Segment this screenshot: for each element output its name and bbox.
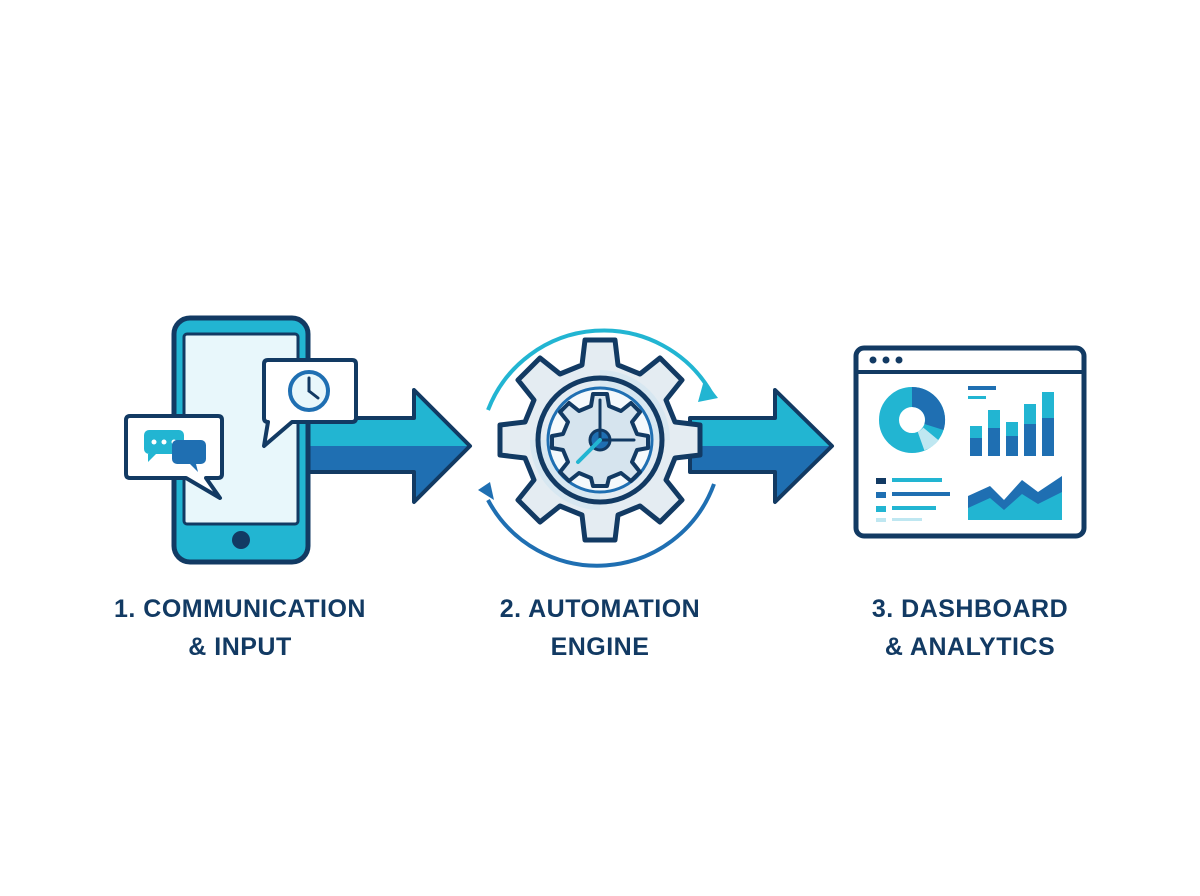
area-chart-icon [968, 476, 1062, 520]
chat-bubble-icon [124, 414, 224, 500]
step-3-title: 3. DASHBOARD [871, 595, 1069, 623]
step-1-title: 1. COMMUNICATION [114, 595, 366, 623]
flow-arrow-2 [688, 388, 834, 504]
bar-chart-icon [968, 386, 1054, 456]
step-1-subtitle: & INPUT [188, 633, 292, 661]
step-3-subtitle: & ANALYTICS [884, 633, 1056, 661]
cycle-arrows-icon [478, 328, 718, 568]
gear-cycle-icon [478, 328, 718, 568]
step-2-title: 2. AUTOMATION [499, 595, 701, 623]
step-1-label: 1. COMMUNICATION & INPUT [90, 590, 390, 666]
clock-message-icon [262, 358, 358, 448]
step-3-label: 3. DASHBOARD & ANALYTICS [815, 590, 1125, 666]
list-icon [876, 478, 950, 522]
smartphone-chat-icon [124, 315, 358, 565]
step-2-subtitle: ENGINE [550, 633, 650, 661]
step-2-label: 2. AUTOMATION ENGINE [450, 590, 750, 666]
small-gear-icon [550, 392, 650, 488]
analytics-dashboard-icon [853, 345, 1087, 539]
donut-chart-icon [879, 386, 946, 453]
